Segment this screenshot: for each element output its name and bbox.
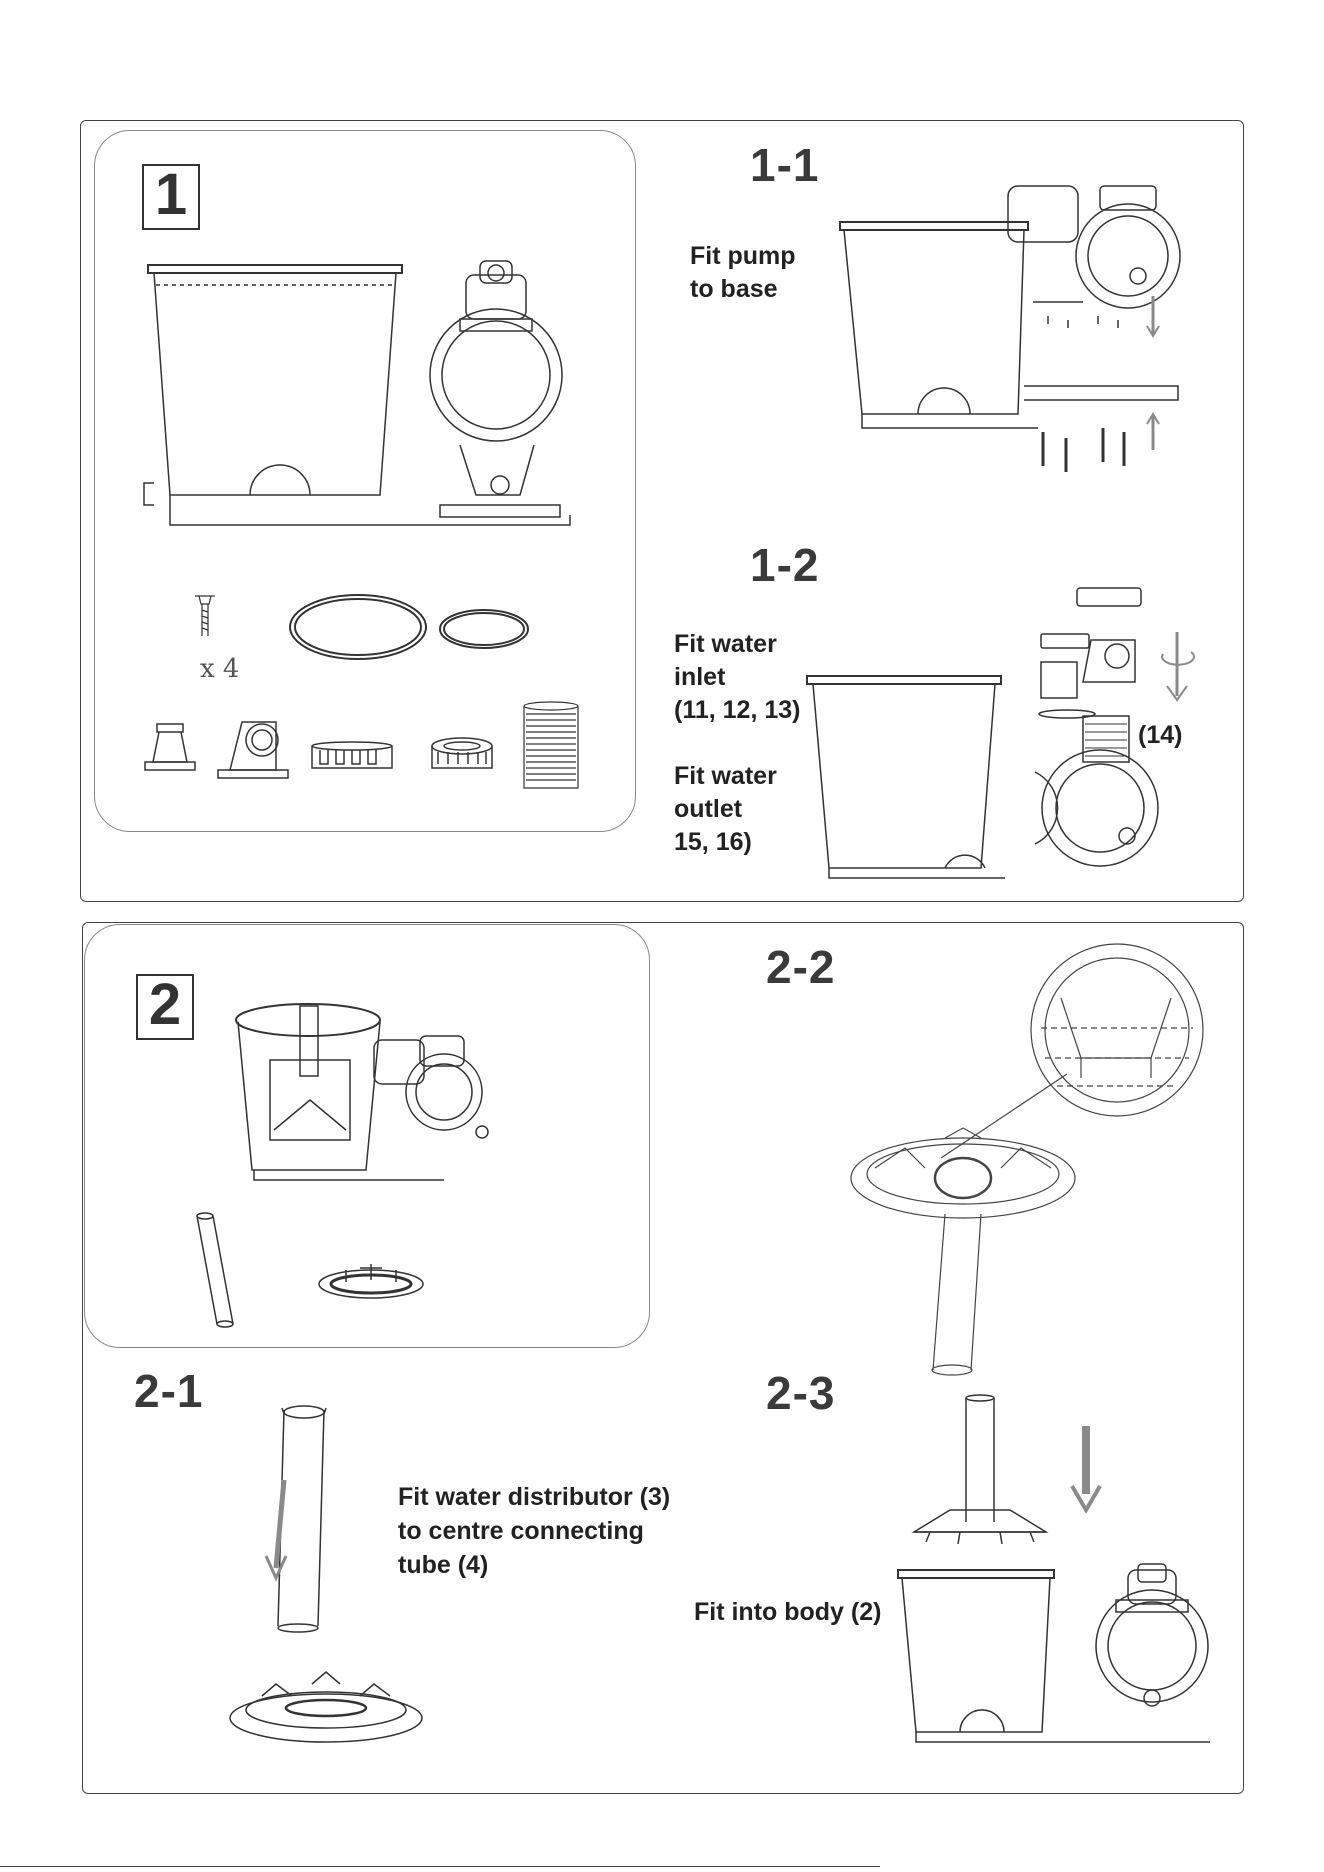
step-2-3-heading: 2-3 bbox=[766, 1366, 835, 1420]
step-2-1-instruction: Fit water distributor (3) to centre conn… bbox=[398, 1480, 670, 1582]
step-1-1-instruction: Fit pump to base bbox=[690, 240, 796, 306]
threaded-nut-icon bbox=[310, 740, 394, 774]
small-o-ring-icon bbox=[438, 608, 530, 650]
tube-distributor-illustration bbox=[222, 1406, 432, 1746]
step-2-1-heading: 2-1 bbox=[134, 1364, 203, 1418]
step-1-2-outlet-instruction: Fit water outlet 15, 16) bbox=[674, 760, 777, 859]
bolt-icon bbox=[193, 592, 217, 640]
step-2-3-instruction: Fit into body (2) bbox=[694, 1596, 881, 1629]
step-number-1: 1 bbox=[142, 164, 200, 230]
water-distributor-icon bbox=[316, 1260, 426, 1304]
fit-into-body-illustration bbox=[890, 1392, 1230, 1748]
step-2-2-heading: 2-2 bbox=[766, 940, 835, 994]
assembled-filter-illustration bbox=[234, 1000, 514, 1186]
distributor-detail-illustration bbox=[845, 978, 1215, 1378]
filter-pump-illustration-1 bbox=[140, 255, 580, 545]
connecting-tube-icon bbox=[195, 1210, 241, 1328]
bolt-quantity: x 4 bbox=[200, 654, 239, 684]
step-1-2-inlet-instruction: Fit water inlet (11, 12, 13) bbox=[674, 628, 800, 727]
threaded-collar-icon bbox=[430, 736, 494, 776]
step-1-1-heading: 1-1 bbox=[750, 138, 819, 192]
large-o-ring-icon bbox=[288, 592, 428, 662]
hose-adapter-icon bbox=[143, 722, 197, 772]
step-1-2-heading: 1-2 bbox=[750, 538, 819, 592]
inlet-outlet-illustration bbox=[805, 586, 1195, 886]
footer-rule bbox=[0, 1866, 880, 1867]
pump-to-base-illustration bbox=[838, 166, 1218, 476]
filter-cartridge-icon bbox=[522, 700, 580, 794]
elbow-connector-icon bbox=[216, 712, 290, 782]
step-number-2: 2 bbox=[136, 974, 194, 1040]
